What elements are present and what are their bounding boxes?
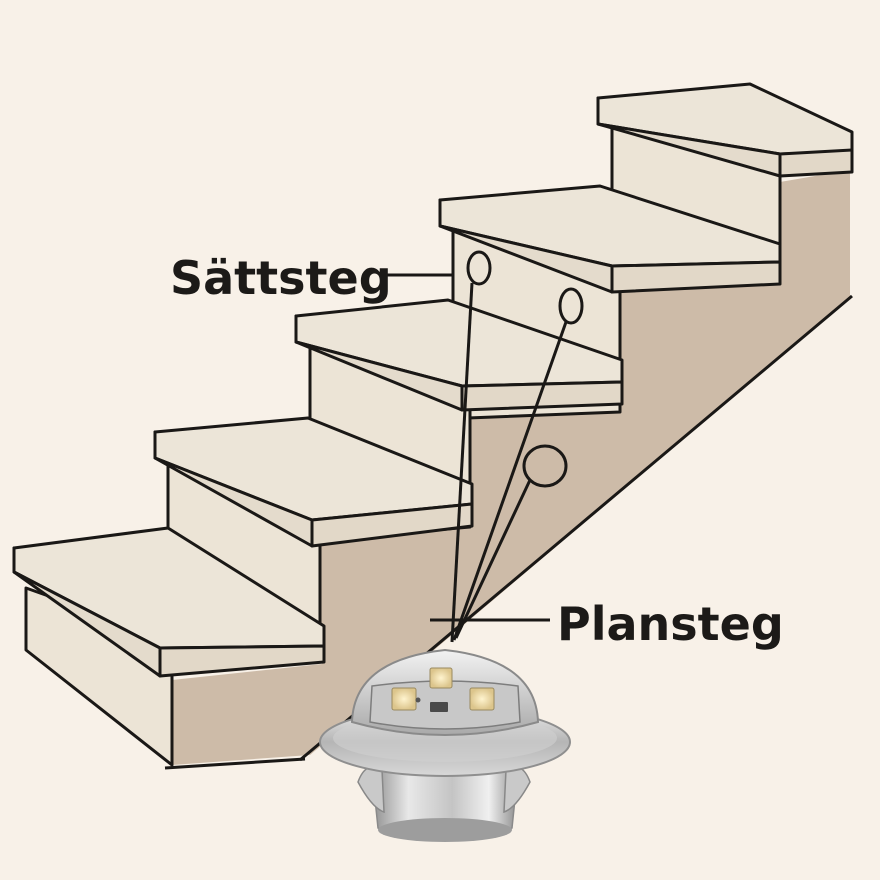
pointer-lines	[450, 282, 568, 643]
step-1	[12, 526, 326, 767]
stair-stringer	[172, 170, 850, 765]
light-spot-riser-right	[558, 287, 584, 325]
stringer-bottom-edge	[164, 757, 306, 770]
light-spot-tread	[522, 444, 568, 488]
label-riser: Sättsteg	[170, 251, 392, 305]
led-step-light-icon	[319, 648, 571, 842]
label-tread: Plansteg	[557, 597, 784, 651]
light-spot-riser-left	[466, 250, 492, 286]
